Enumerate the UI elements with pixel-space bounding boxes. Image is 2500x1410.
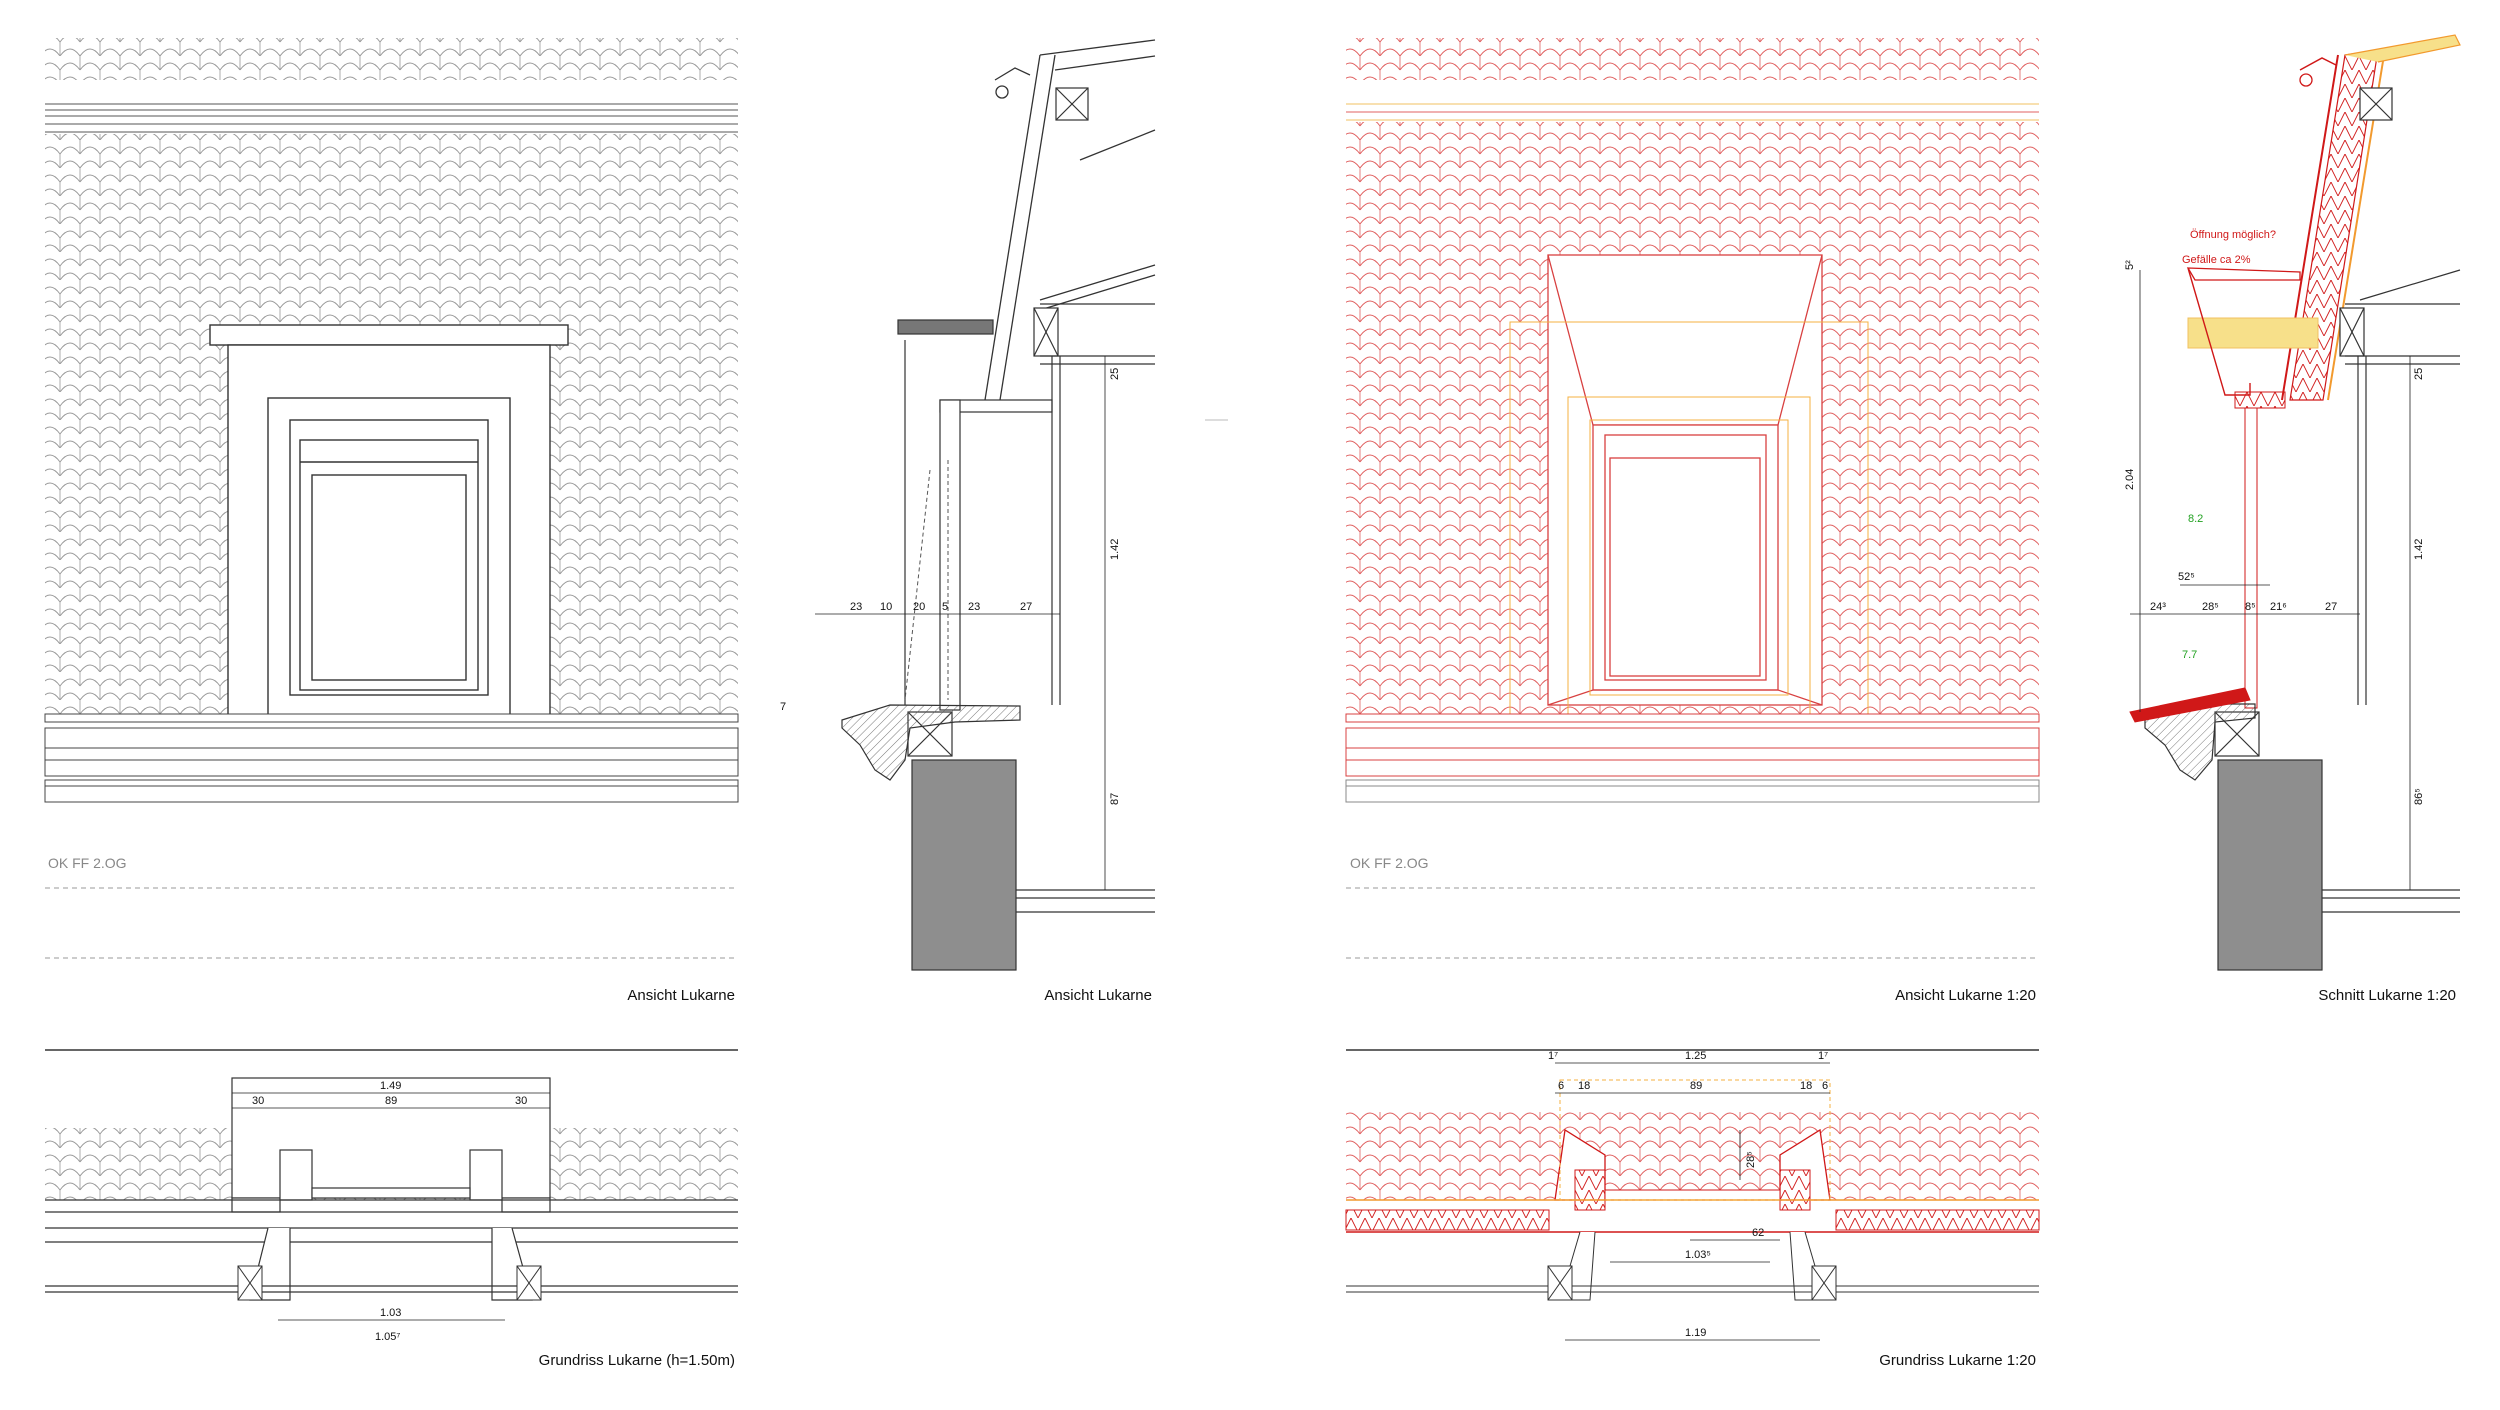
dim-part-1: 30 (252, 1095, 264, 1107)
level-lines (45, 887, 738, 959)
dim-v-2-new: 1.42 (2413, 539, 2425, 560)
section-new-dim-lines (2130, 270, 2411, 890)
dim-tall-new: 2.04 (2124, 469, 2136, 490)
dim-part-4-new: 18 (1800, 1080, 1812, 1092)
dim-part-1-new: 6 (1558, 1080, 1564, 1092)
dim-part-2-new: 18 (1578, 1080, 1590, 1092)
level-lines-new (1346, 887, 2039, 959)
caption-grundriss-new: Grundriss Lukarne 1:20 (1879, 1352, 2036, 1369)
roof-scales-top-new (1346, 38, 2039, 80)
dormer-roof-new (2186, 267, 2301, 281)
dim-v-2: 1.42 (1109, 539, 1121, 560)
dim-depth-new: 28⁵ (1745, 1151, 1757, 1168)
plan-walls-new (1345, 1128, 2040, 1301)
window-frame-new (2244, 407, 2258, 709)
dim-h-3: 20 (913, 601, 925, 613)
window-head-new (2234, 391, 2286, 409)
caption-section-new: Schnitt Lukarne 1:20 (2318, 987, 2456, 1004)
sill-flashing-new (2129, 687, 2251, 723)
dim-inner: 1.03 (380, 1307, 401, 1319)
panel-grundriss-new: 1.25 1⁷ 1⁷ 6 18 89 18 6 28⁵ 62 1.03⁵ 1.1… (1345, 1049, 2040, 1369)
wall-and-floors (897, 303, 1155, 971)
panel-ansicht-new: OK FF 2.OG Ansicht Lukarne 1:20 (1345, 38, 2040, 1004)
dim-bottom: 1.05⁷ (375, 1331, 400, 1343)
beam-crosses-new (2214, 87, 2393, 757)
dim-h-1: 23 (850, 601, 862, 613)
dim-v-3-new: 86⁵ (2413, 788, 2425, 805)
dim-edge-2: 1⁷ (1818, 1050, 1828, 1062)
dim-h-5-new: 27 (2325, 601, 2337, 613)
dim-h-4: 5 (942, 601, 948, 613)
caption-ansicht-existing: Ansicht Lukarne (627, 987, 735, 1004)
plan-existing-dim-lines (232, 1092, 550, 1321)
plan-new-dim-lines (1555, 1062, 1830, 1341)
beam-crosses (907, 87, 1089, 757)
sill-band-new (1345, 713, 2040, 803)
plan-scales-new (1346, 1112, 2039, 1200)
section-existing-dim-lines (815, 356, 1106, 890)
roof-build-up-new (2281, 34, 2461, 401)
dim-green-1: 8.2 (2188, 513, 2203, 525)
level-label-new: OK FF 2.OG (1350, 855, 1429, 871)
dim-bottom-new: 1.19 (1685, 1327, 1706, 1339)
dim-part-2: 89 (385, 1095, 397, 1107)
eave-band-top (45, 103, 738, 133)
note-opening: Öffnung möglich? (2190, 229, 2276, 241)
panel-section-new: 24³ 28⁵ 8⁵ 21⁶ 27 52⁵ 25 1.42 86⁵ 2.04 5… (2124, 34, 2461, 1004)
dim-v-1: 25 (1109, 368, 1121, 380)
plan-crosses-new (1547, 1265, 1837, 1301)
caption-ansicht-new: Ansicht Lukarne 1:20 (1895, 987, 2036, 1004)
dim-part-5-new: 6 (1822, 1080, 1828, 1092)
dim-h-3-new: 8⁵ (2245, 601, 2256, 613)
panel-ansicht-existing: OK FF 2.OG Ansicht Lukarne (44, 38, 739, 1004)
eave-band-new (1346, 103, 2039, 121)
roof-scales-top (45, 38, 738, 80)
dim-h-1-new: 24³ (2150, 601, 2166, 613)
caption-grundriss-existing: Grundriss Lukarne (h=1.50m) (539, 1352, 735, 1369)
dim-h-4-new: 21⁶ (2270, 601, 2287, 613)
dim-part-3-new: 89 (1690, 1080, 1702, 1092)
plan-crosses-existing (237, 1265, 542, 1301)
cornice-profile-new (2144, 703, 2256, 781)
dim-h-5: 23 (968, 601, 980, 613)
dim-part-3: 30 (515, 1095, 527, 1107)
dim-h-6: 27 (1020, 601, 1032, 613)
dim-edge-1: 1⁷ (1548, 1050, 1558, 1062)
dim-green-2: 7.7 (2182, 649, 2197, 661)
wall-and-floors-new (2217, 269, 2461, 971)
dim-v-3: 87 (1109, 793, 1121, 805)
dim-h-2: 10 (880, 601, 892, 613)
window-swing (904, 460, 949, 701)
dim-mid-new: 62 (1752, 1227, 1764, 1239)
panel-section-existing: 23 10 20 5 23 27 25 1.42 87 7 Ansicht Lu… (780, 39, 1156, 1004)
dim-inner-new: 1.03⁵ (1685, 1249, 1711, 1261)
dim-h-upper-new: 52⁵ (2178, 571, 2195, 583)
dim-v-1-new: 25 (2413, 368, 2425, 380)
plan-existing-overlay (1559, 1079, 1831, 1201)
cornice-profile (841, 704, 1021, 781)
caption-section-existing: Ansicht Lukarne (1044, 987, 1152, 1004)
level-label: OK FF 2.OG (48, 855, 127, 871)
dormer-front-new (1547, 254, 1823, 706)
dim-total: 1.49 (380, 1080, 401, 1092)
dim-top-new: 5² (2124, 260, 2136, 270)
dim-total-new: 1.25 (1685, 1050, 1706, 1062)
sill-band (44, 713, 739, 803)
dim-h-2-new: 28⁵ (2202, 601, 2219, 613)
panel-grundriss-existing: 1.49 30 89 30 1.03 1.05⁷ Grundriss Lukar… (45, 1049, 738, 1369)
note-slope: Gefälle ca 2% (2182, 254, 2251, 266)
dim-small: 7 (780, 701, 786, 713)
dormer-front-existing (209, 324, 569, 716)
